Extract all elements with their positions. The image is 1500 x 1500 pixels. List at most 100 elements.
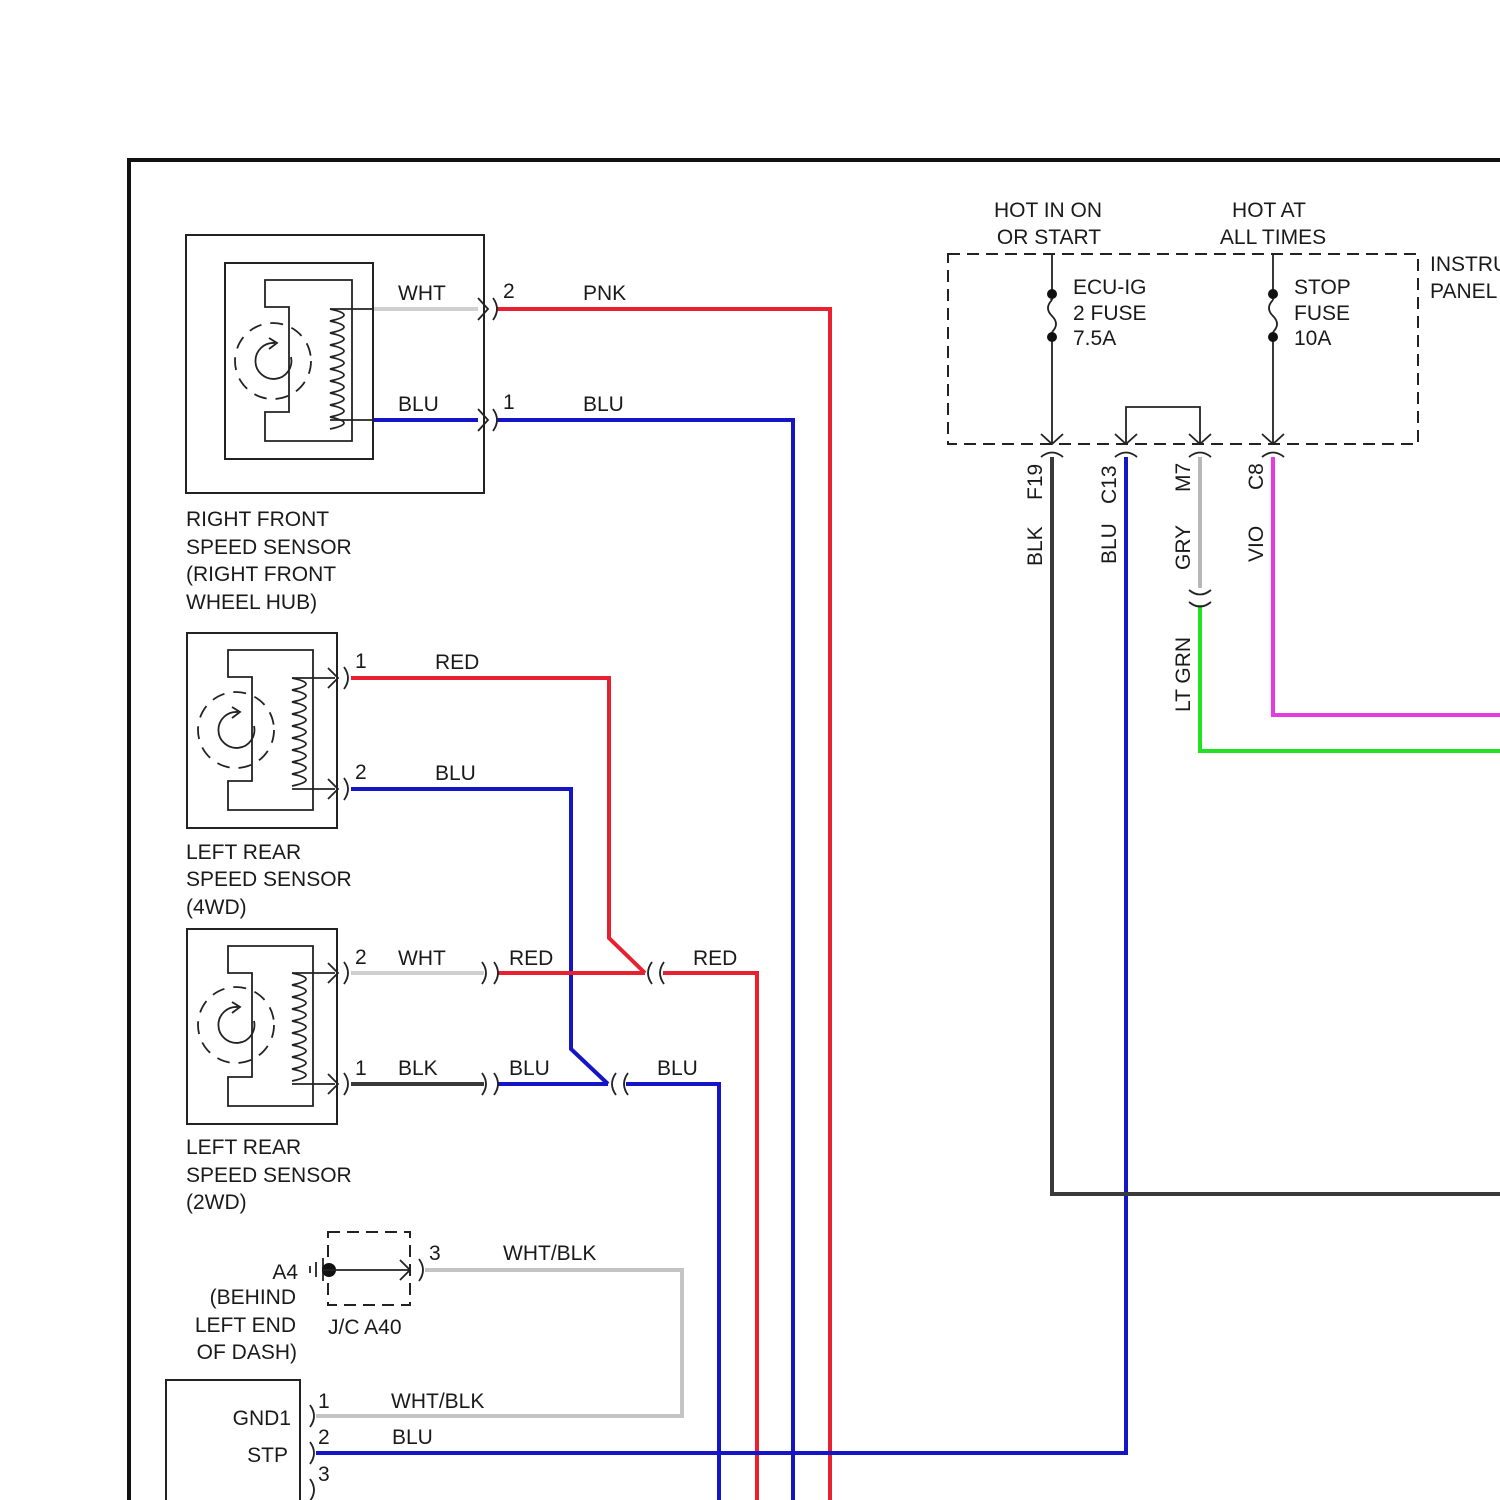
lr2-wire-blk-label: BLK — [398, 1057, 438, 1080]
lr2-inline-connector-top — [482, 962, 498, 984]
ecu-pin3-connector — [310, 1479, 314, 1500]
rf-wire-blu-in-label: BLU — [398, 393, 439, 416]
ground-label-1: A4 — [272, 1261, 298, 1284]
ground-junction — [310, 1232, 423, 1305]
wire-vio-label: VIO — [1245, 526, 1268, 562]
lr4-sensor-label-2: SPEED SENSOR — [186, 868, 352, 891]
pin-m7-label: M7 — [1172, 463, 1195, 492]
hot-all-label-2: ALL TIMES — [1220, 226, 1326, 249]
ground-label-4: OF DASH) — [197, 1341, 297, 1364]
lr4-tone-wheel-icon — [198, 692, 274, 768]
lr2-wire-red-mid-label: RED — [509, 947, 553, 970]
lr2-sensor-label-2: SPEED SENSOR — [186, 1164, 352, 1187]
lr2-wire-wht-label: WHT — [398, 947, 446, 970]
wire-lr4-blu — [351, 789, 608, 1084]
wire-lr2-red-out — [663, 973, 757, 1500]
ecu-ig-fuse-dot-bot — [1047, 332, 1057, 342]
wire-blu-label: BLU — [1098, 523, 1121, 564]
right-front-sensor — [186, 235, 497, 493]
ecu-block — [166, 1380, 314, 1500]
wire-pnk — [497, 309, 830, 1500]
lr4-sensor-core — [228, 650, 313, 810]
lr4-sensor-label-1: LEFT REAR — [186, 841, 301, 864]
lr4-wire-red-label: RED — [435, 651, 479, 674]
lr2-pin2-label: 2 — [355, 946, 367, 969]
wire-ltgrn — [1200, 605, 1500, 751]
c13-m7-bridge — [1126, 407, 1200, 444]
ecu-box — [166, 1380, 300, 1500]
jc-pin3-label: 3 — [429, 1242, 441, 1265]
fuse2-label-2: FUSE — [1294, 302, 1350, 325]
pin-c13-label: C13 — [1098, 465, 1121, 504]
diagram-frame — [129, 160, 1500, 1500]
lr2-tone-wheel-icon — [198, 987, 274, 1063]
rf-sensor-core — [265, 280, 352, 441]
rf-sensor-inner-box — [225, 263, 373, 459]
rf-sensor-label-3: (RIGHT FRONT — [186, 563, 336, 586]
junction-connector-blu — [612, 1073, 628, 1095]
wire-gry-label: GRY — [1172, 525, 1195, 570]
fuse2-label-1: STOP — [1294, 276, 1351, 299]
hot-on-label-2: OR START — [997, 226, 1101, 249]
wire-lr4-red — [351, 678, 645, 973]
ecu-pin-stp-label: STP — [247, 1444, 288, 1467]
jc-a40-box — [328, 1232, 410, 1305]
ecu-pin2-number: 2 — [318, 1426, 330, 1449]
rf-sensor-label-2: SPEED SENSOR — [186, 536, 352, 559]
lr4-sensor-box — [187, 633, 337, 828]
lr4-sensor-label-3: (4WD) — [186, 896, 247, 919]
ground-label-2: (BEHIND — [210, 1286, 296, 1309]
fuse1-label-1: ECU-IG — [1073, 276, 1147, 299]
ground-label-3: LEFT END — [195, 1314, 296, 1337]
ecu-pin2-connector — [310, 1442, 314, 1464]
wire-f19-blk — [1052, 457, 1500, 1194]
fuse1-label-3: 7.5A — [1073, 327, 1116, 350]
hot-all-label-1: HOT AT — [1232, 199, 1306, 222]
wire-c8-vio — [1273, 457, 1500, 715]
rf-sensor-coil — [330, 309, 344, 429]
lr2-wire-blu-mid-label: BLU — [509, 1057, 550, 1080]
lr4-pin2-label: 2 — [355, 761, 367, 784]
rf-wire-wht-label: WHT — [398, 282, 446, 305]
lr2-wire-blu-out-label: BLU — [657, 1057, 698, 1080]
lr2-inline-connector-bot — [482, 1073, 498, 1095]
rf-sensor-label-1: RIGHT FRONT — [186, 508, 329, 531]
ecu-pin1-number: 1 — [318, 1390, 330, 1413]
ecu-pin3-number: 3 — [318, 1463, 330, 1486]
rf-pin2-connector — [478, 298, 497, 320]
lr2-sensor-label-1: LEFT REAR — [186, 1136, 301, 1159]
jc-a40-label: J/C A40 — [328, 1316, 402, 1339]
pin-c8-label: C8 — [1245, 463, 1268, 490]
rf-sensor-label-4: WHEEL HUB) — [186, 591, 317, 614]
gry-ltgrn-connector — [1189, 590, 1211, 607]
wire-whtblk — [316, 1270, 682, 1416]
ground-wire-label: WHT/BLK — [503, 1242, 596, 1265]
fuse1-label-2: 2 FUSE — [1073, 302, 1147, 325]
lr2-sensor-core — [228, 946, 313, 1106]
wire-ltgrn-label: LT GRN — [1172, 637, 1195, 712]
rf-pin2-label: 2 — [503, 280, 515, 303]
rf-pin1-connector — [478, 409, 497, 431]
lr2-sensor-coil — [292, 973, 306, 1081]
stop-fuse-dot-bot — [1268, 332, 1278, 342]
lr2-wire-red-out-label: RED — [693, 947, 737, 970]
junction-connector-red — [648, 962, 664, 984]
panel-label-2: PANEL — [1430, 280, 1497, 303]
left-rear-4wd-sensor — [187, 633, 348, 828]
rf-pin1-label: 1 — [503, 391, 515, 414]
hot-on-label-1: HOT IN ON — [994, 199, 1102, 222]
panel-label-1: INSTRU — [1430, 253, 1500, 276]
rf-wire-blu-out-label: BLU — [583, 393, 624, 416]
lr4-wire-blu-label: BLU — [435, 762, 476, 785]
pin-f19-label: F19 — [1024, 464, 1047, 500]
wire-blk-label: BLK — [1024, 526, 1047, 566]
fuse2-label-3: 10A — [1294, 327, 1331, 350]
ecu-wire-blu-label: BLU — [392, 1426, 433, 1449]
ecu-ig-fuse-dot-top — [1047, 289, 1057, 299]
lr4-pin1-label: 1 — [355, 650, 367, 673]
wire-lr2-blu-out — [626, 1084, 719, 1500]
rf-sensor-outer-box — [186, 235, 484, 493]
lr2-pin1-label: 1 — [355, 1057, 367, 1080]
ecu-wire-whtblk-label: WHT/BLK — [391, 1390, 484, 1413]
